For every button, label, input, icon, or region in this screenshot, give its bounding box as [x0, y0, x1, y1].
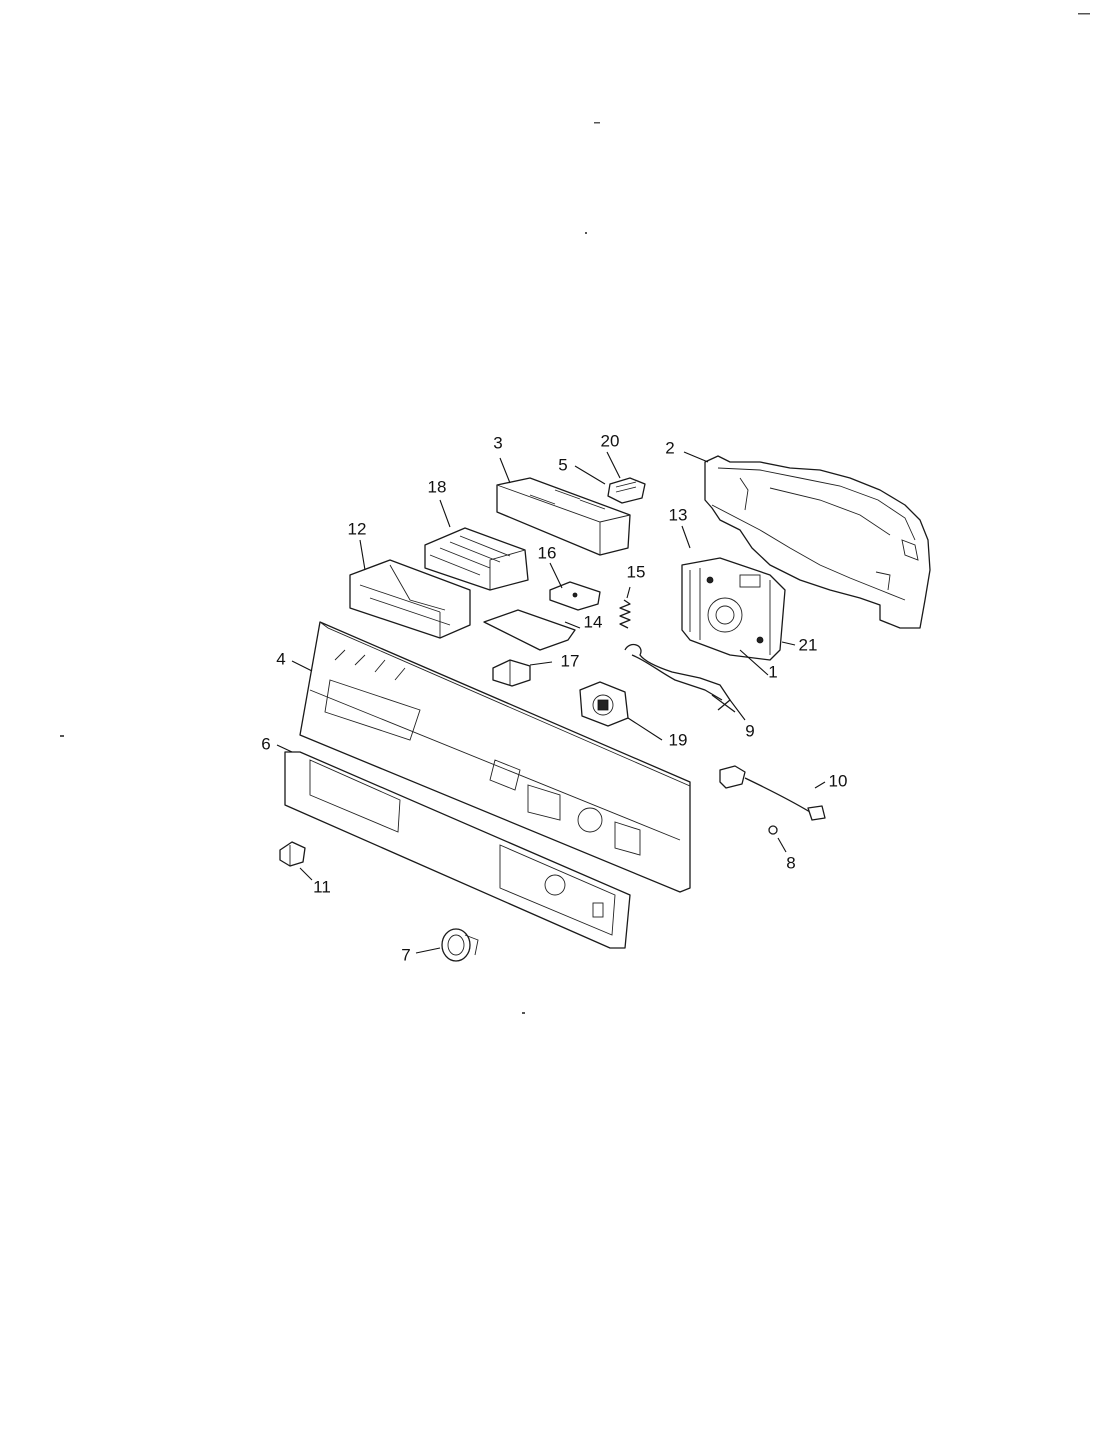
part-knob	[441, 928, 479, 962]
callout-18: 18	[428, 477, 447, 496]
callout-8: 8	[786, 853, 795, 872]
leader-lines	[276, 451, 826, 954]
callout-labels: 1 2 3 4 5 6 7 8 9 10 11 12 13 14 15 16 1…	[261, 431, 847, 964]
part-connector	[607, 477, 646, 504]
part-selector	[579, 681, 629, 727]
callout-3: 3	[493, 433, 502, 452]
part-plug	[768, 825, 778, 835]
callout-15: 15	[627, 562, 646, 581]
callout-11: 11	[313, 877, 331, 896]
callout-9: 9	[745, 721, 754, 740]
part-switch-block	[424, 527, 529, 591]
callout-4: 4	[276, 649, 285, 668]
part-fascia	[284, 751, 631, 949]
callout-13: 13	[669, 505, 688, 524]
part-switch	[492, 659, 531, 687]
callout-6: 6	[261, 734, 270, 753]
part-tray	[496, 477, 631, 556]
part-bracket	[349, 559, 471, 639]
callout-7: 7	[401, 945, 410, 964]
part-housing	[704, 455, 931, 629]
callout-5: 5	[558, 455, 567, 474]
part-timer	[681, 557, 786, 661]
part-wire-harness	[624, 643, 736, 713]
part-wire-connector	[719, 765, 826, 821]
part-small-bracket	[549, 581, 601, 611]
part-button	[279, 841, 306, 867]
scan-specks	[60, 13, 1090, 1014]
callout-14: 14	[584, 612, 603, 631]
callout-2: 2	[665, 438, 674, 457]
callout-21: 21	[799, 635, 818, 654]
part-sheet	[483, 609, 576, 651]
callout-20: 20	[601, 431, 620, 450]
callout-12: 12	[348, 519, 367, 538]
callout-1: 1	[768, 662, 777, 681]
part-console-panel	[299, 621, 691, 893]
callout-19: 19	[669, 730, 688, 749]
callout-17: 17	[561, 651, 580, 670]
callout-10: 10	[829, 771, 848, 790]
part-spring	[619, 599, 631, 629]
callout-16: 16	[538, 543, 557, 562]
